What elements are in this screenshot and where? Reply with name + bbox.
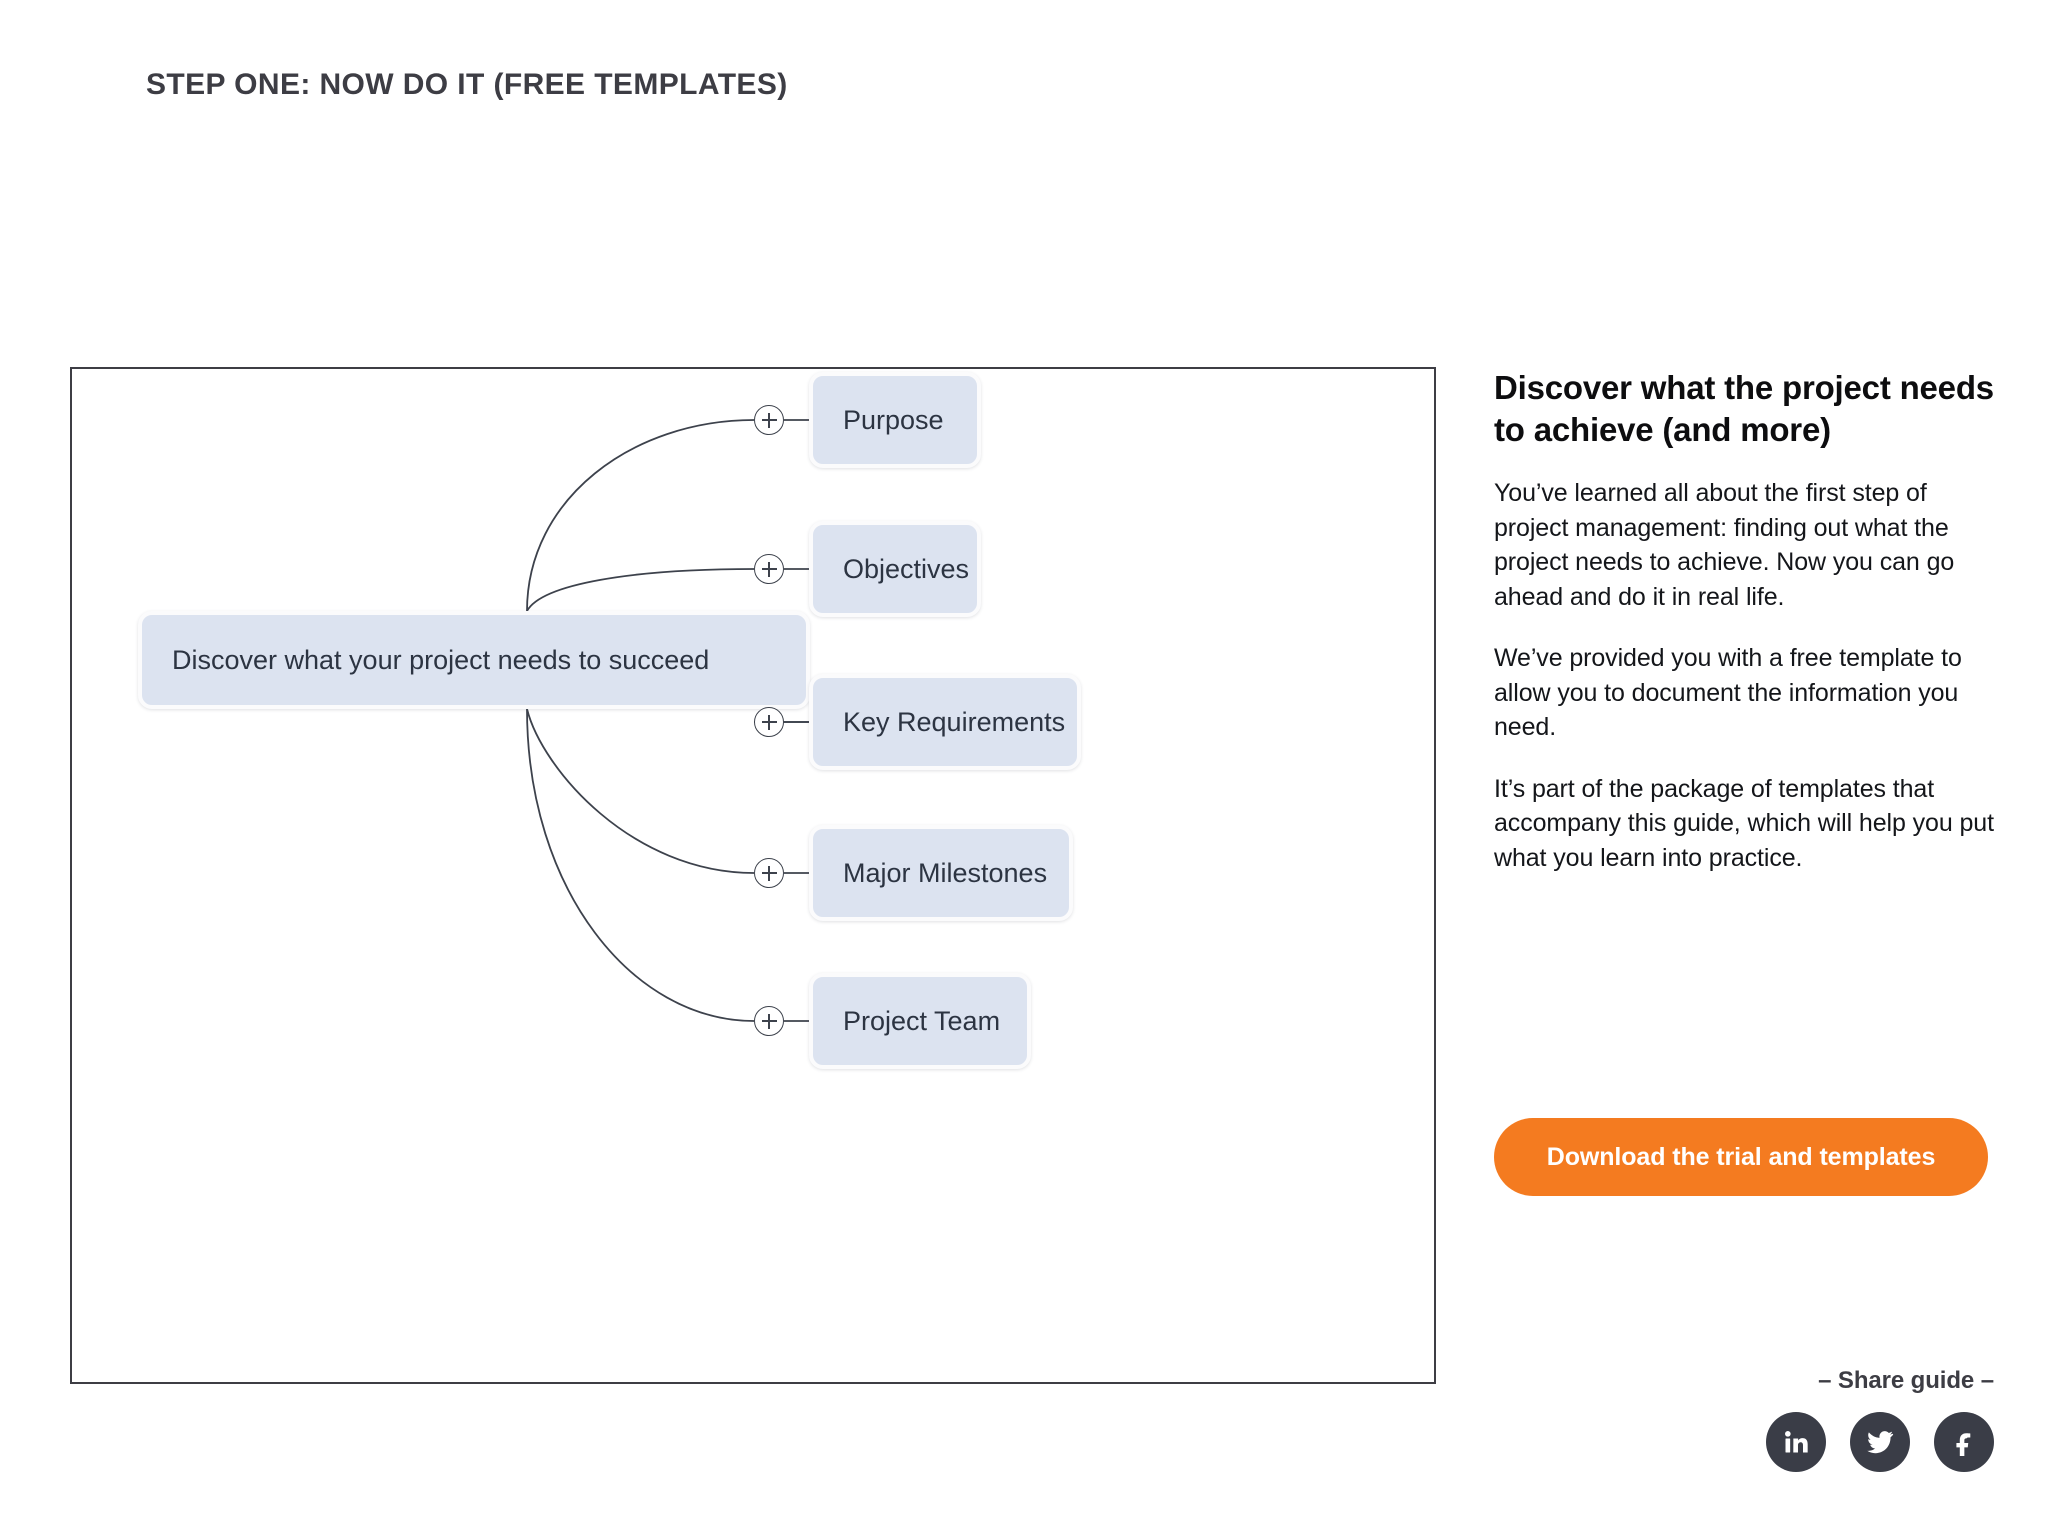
edge-to-purpose <box>526 419 755 612</box>
mindmap-connectors <box>526 419 810 1022</box>
mindmap-node-label: Major Milestones <box>843 857 1048 888</box>
plus-icon-purpose[interactable] <box>754 405 784 435</box>
mindmap-node-label: Purpose <box>843 404 944 435</box>
sidebar-content: Discover what the project needs to achie… <box>1494 367 1994 875</box>
plus-icon-major-milestones[interactable] <box>754 858 784 888</box>
mindmap-canvas: Discover what your project needs to succ… <box>72 369 1434 1382</box>
plus-icon-key-requirements[interactable] <box>754 707 784 737</box>
mindmap-node-objectives[interactable]: Objectives <box>809 521 981 617</box>
edge-to-major-milestones <box>526 708 755 874</box>
mindmap-node-major-milestones[interactable]: Major Milestones <box>809 825 1073 921</box>
share-icons-row <box>1766 1412 1994 1472</box>
edge-to-objectives <box>526 568 755 612</box>
sidebar-paragraph-2: We’ve provided you with a free template … <box>1494 644 1962 742</box>
mindmap-node-label: Project Team <box>843 1005 1001 1036</box>
mindmap-node-label: Key Requirements <box>843 706 1066 737</box>
mindmap-node-label: Objectives <box>843 553 970 584</box>
sidebar-paragraph-3: It’s part of the package of templates th… <box>1494 774 1994 872</box>
mindmap-root-node[interactable]: Discover what your project needs to succ… <box>138 611 810 709</box>
mindmap-node-project-team[interactable]: Project Team <box>809 973 1031 1069</box>
facebook-icon[interactable] <box>1934 1412 1994 1472</box>
plus-icon-objectives[interactable] <box>754 554 784 584</box>
twitter-icon[interactable] <box>1850 1412 1910 1472</box>
linkedin-icon[interactable] <box>1766 1412 1826 1472</box>
edge-to-project-team <box>526 708 755 1022</box>
sidebar-paragraph-1: You’ve learned all about the first step … <box>1494 479 1955 611</box>
mindmap-node-purpose[interactable]: Purpose <box>809 372 981 468</box>
page-title: STEP ONE: NOW DO IT (FREE TEMPLATES) <box>146 68 788 101</box>
mindmap-frame: Discover what your project needs to succ… <box>70 367 1436 1384</box>
download-trial-templates-button[interactable]: Download the trial and templates <box>1494 1118 1988 1196</box>
mindmap-node-key-requirements[interactable]: Key Requirements <box>809 674 1081 770</box>
sidebar-title: Discover what the project needs to achie… <box>1494 369 1994 448</box>
plus-icon-project-team[interactable] <box>754 1006 784 1036</box>
mindmap-root-label: Discover what your project needs to succ… <box>172 644 710 675</box>
share-guide-label: – Share guide – <box>1818 1367 1994 1394</box>
